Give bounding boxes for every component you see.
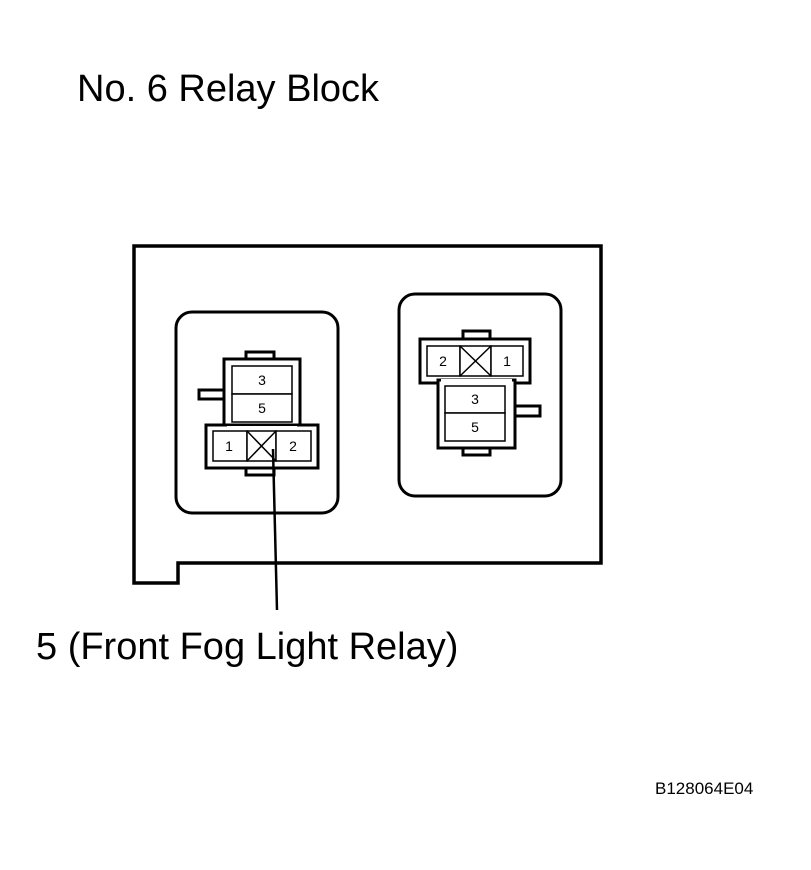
blank-slot-cross	[246, 430, 277, 462]
diagram-title: No. 6 Relay Block	[77, 68, 380, 110]
terminal-2-slot	[426, 345, 461, 377]
blank-slot-cross	[459, 345, 492, 377]
terminal-1-label: 1	[503, 353, 511, 369]
terminal-3-label: 3	[471, 391, 479, 407]
terminal-1-slot	[212, 430, 248, 462]
terminal-2-slot	[275, 430, 312, 462]
relay-socket-left-frame	[174, 310, 340, 515]
callout-leader-line	[271, 448, 279, 611]
socket-tab	[513, 404, 542, 418]
relay-block-housing	[132, 244, 603, 585]
terminal-5-label: 5	[471, 419, 479, 435]
relay-socket-right-frame	[397, 292, 563, 498]
socket-tab	[197, 388, 226, 401]
terminal-2-label: 2	[439, 353, 447, 369]
terminal-3-label: 3	[258, 372, 266, 388]
terminal-5-label: 5	[258, 400, 266, 416]
terminal-2-label: 2	[289, 438, 297, 454]
terminal-5-slot	[444, 412, 506, 442]
terminal-5-slot	[231, 393, 293, 423]
terminal-1-label: 1	[225, 438, 233, 454]
relay-callout-label: 5 (Front Fog Light Relay)	[36, 626, 459, 668]
figure-code: B128064E04	[655, 779, 754, 798]
terminal-3-slot	[444, 385, 506, 414]
terminal-1-slot	[490, 345, 524, 377]
relay-socket-right[interactable]: 2 1 3 5	[397, 292, 563, 498]
relay-socket-left[interactable]: 3 5 1 2	[174, 310, 340, 515]
